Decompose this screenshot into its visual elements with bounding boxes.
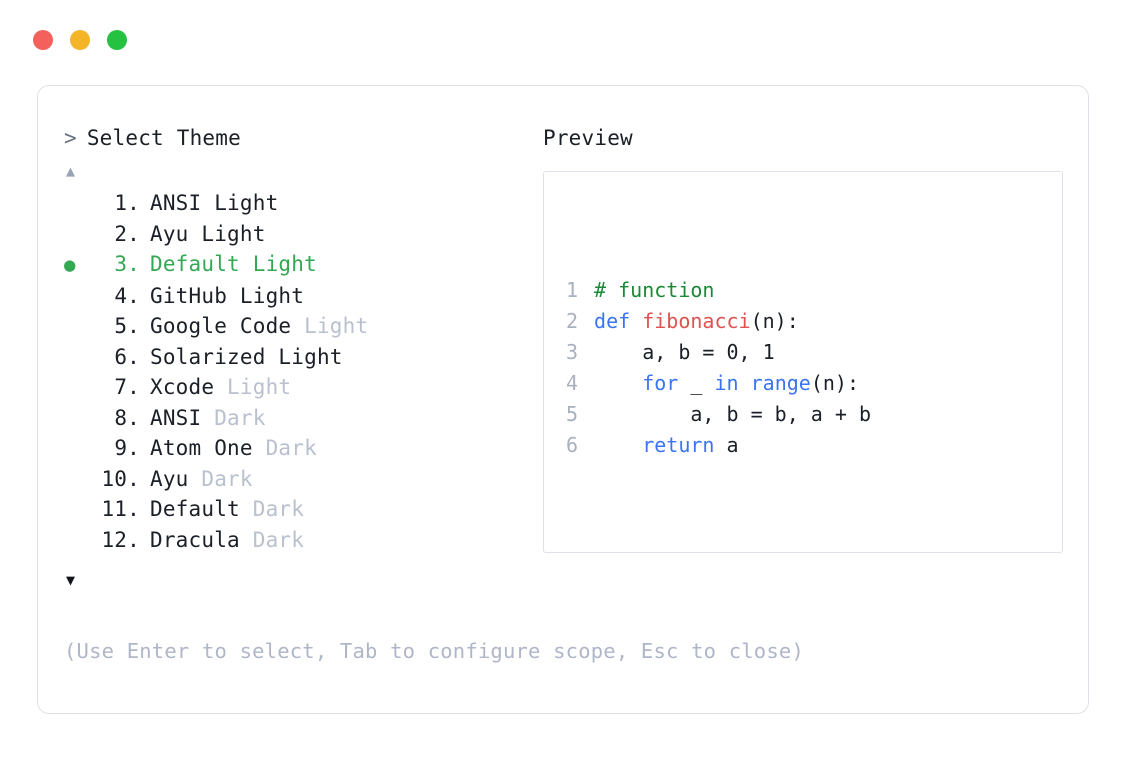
theme-item-number: 6. [114,344,140,369]
scroll-down-icon[interactable]: ▼ [66,571,76,589]
theme-item-label: GitHub Light [150,283,305,308]
code-token [739,371,751,395]
line-number: 6 [566,433,579,457]
theme-list-item[interactable]: 5. Google Code Light [64,311,534,342]
preview-label: Preview [543,126,633,150]
code-token: 0 [726,340,739,364]
prompt-row: > Select Theme [64,124,534,152]
code-line: 1 # function [566,275,1062,306]
theme-list-item[interactable]: 1. ANSI Light [64,188,534,219]
theme-selector-card: > Select Theme ▲ 1. ANSI Light 2. Ayu Light… [37,85,1089,714]
line-number: 1 [566,278,579,302]
code-token: a, b = b, a + b [594,402,871,426]
code-token: fibonacci [642,309,751,333]
line-number: 4 [566,371,579,395]
theme-list-item[interactable]: 9. Atom One Dark [64,433,534,464]
window-titlebar [33,30,127,50]
theme-list-item[interactable]: 10. Ayu Dark [64,464,534,495]
theme-item-number: 11. [101,497,140,521]
line-number: 2 [566,309,579,333]
theme-list-item[interactable]: 8. ANSI Dark [64,403,534,434]
code-token: a, b = [594,340,727,364]
theme-list-item[interactable]: 12. Dracula Dark [64,525,534,556]
theme-item-number: 9. [114,436,140,460]
theme-list-pane: > Select Theme ▲ 1. ANSI Light 2. Ayu Light… [64,124,534,591]
code-token: in [714,371,739,395]
theme-item-label: Google Code [150,314,292,338]
theme-item-label: Dracula [150,527,240,552]
theme-item-number: 10. [101,466,140,491]
code-token: return [642,433,715,457]
code-token [594,433,642,457]
theme-item-number: 3. [114,252,140,276]
line-number: 5 [566,402,579,426]
theme-item-variant: Light [214,375,292,399]
code-token: a [714,433,739,457]
theme-item-number: 5. [114,314,140,338]
code-token: (n): [750,309,799,333]
code-token: for [642,371,679,395]
theme-item-label: ANSI Light [150,191,279,215]
theme-item-label: Ayu [150,466,189,491]
theme-item-variant: Dark [252,436,317,460]
theme-item-variant: Dark [239,527,305,552]
theme-list-item[interactable]: ● 3. Default Light [64,249,534,281]
code-token: _ [678,371,715,395]
code-line: 6 return a [566,430,1062,461]
code-token: , [738,340,763,364]
code-line: 4 for _ in range(n): [566,368,1062,399]
keyboard-hint: (Use Enter to select, Tab to configure s… [64,639,804,663]
theme-item-variant: Dark [201,405,266,430]
maximize-window-button[interactable] [107,30,127,50]
theme-item-number: 7. [114,375,140,399]
theme-list-item[interactable]: 6. Solarized Light [64,342,534,373]
theme-item-variant: Dark [188,466,253,491]
theme-item-number: 4. [114,283,140,308]
prompt-caret-icon: > [64,126,77,150]
theme-item-number: 8. [114,405,140,430]
theme-list-item[interactable]: 7. Xcode Light [64,372,534,403]
theme-list-item[interactable]: 11. Default Dark [64,494,534,525]
theme-item-number: 2. [114,221,140,246]
code-token [594,371,642,395]
theme-item-variant: Dark [239,497,305,521]
theme-item-label: Xcode [150,375,215,399]
theme-item-label: Atom One [150,436,253,460]
close-window-button[interactable] [33,30,53,50]
theme-item-label: Default [150,497,240,521]
theme-item-variant: Light [291,314,369,338]
theme-item-label: Default Light [150,252,317,276]
theme-list-item[interactable]: 4. GitHub Light [64,281,534,312]
code-token: range [750,371,811,395]
code-line: 2 def fibonacci(n): [566,306,1062,337]
line-number: 3 [566,340,579,364]
code-token: 1 [762,340,775,364]
scroll-up-icon[interactable]: ▲ [66,162,76,180]
theme-item-label: ANSI [150,405,202,430]
code-line: 5 a, b = b, a + b [566,399,1062,430]
minimize-window-button[interactable] [70,30,90,50]
theme-item-number: 1. [114,191,140,215]
theme-list-item[interactable]: 2. Ayu Light [64,219,534,250]
code-token: (n): [810,371,859,395]
code-line: 3 a, b = 0, 1 [566,337,1062,368]
code-token: # function [594,278,715,302]
theme-item-label: Solarized Light [150,344,343,369]
page-title: Select Theme [86,126,241,150]
theme-item-number: 12. [101,527,140,552]
selected-bullet-icon: ● [64,254,76,276]
theme-item-label: Ayu Light [150,221,266,246]
code-token: def [594,309,643,333]
